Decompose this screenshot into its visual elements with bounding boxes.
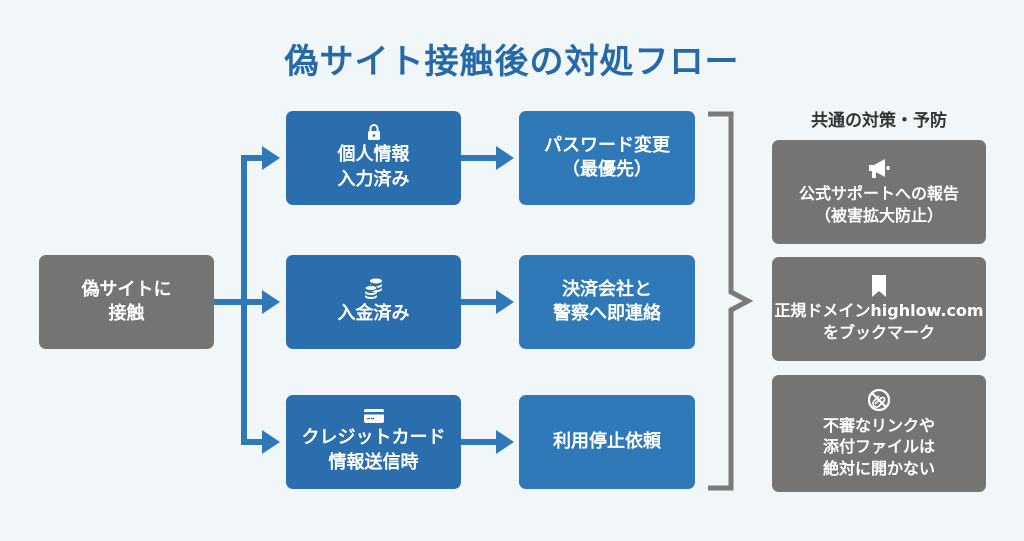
action-2-line-2: 警察へ即連絡 — [553, 303, 661, 324]
action-request-suspension: 利用停止依頼 — [519, 395, 695, 489]
arrowhead-action-3 — [496, 430, 514, 454]
condition-credit-card: クレジットカード 情報送信時 — [286, 395, 461, 489]
tip-1-line-1: 公式サポートへの報告 — [798, 183, 959, 203]
condition-1-line-2: 入力済み — [337, 168, 410, 190]
condition-1-line-1: 個人情報 — [337, 144, 410, 166]
no-link-icon — [867, 388, 891, 411]
common-measures-title: 共通の対策・予防 — [811, 111, 947, 131]
action-3-line-1: 利用停止依頼 — [553, 430, 661, 452]
action-1-line-1: パスワード変更 — [544, 134, 670, 156]
diagram-title: 偽サイト接触後の対処フロー — [284, 42, 740, 82]
action-contact-payment-police: 決済会社と 警察へ即連絡 — [519, 255, 695, 349]
coins-icon — [364, 278, 382, 300]
start-line-2: 接触 — [108, 303, 145, 324]
action-2-line-1: 決済会社と — [562, 278, 652, 300]
condition-3-line-2: 情報送信時 — [328, 451, 419, 473]
bracket — [708, 111, 754, 491]
arrowhead-action-1 — [496, 146, 514, 170]
tip-3-line-2: 添付ファイルは — [822, 437, 935, 457]
tip-avoid-suspicious-links: 不審なリンクや 添付ファイルは 絶対に開かない — [772, 375, 986, 492]
tip-2-line-1: 正規ドメインhighlow.com — [774, 300, 984, 320]
tip-3-line-3: 絶対に開かない — [822, 458, 935, 478]
tip-1-line-2: （被害拡大防止） — [814, 205, 943, 225]
condition-3-line-1: クレジットカード — [301, 427, 446, 449]
arrowhead-branch-3 — [262, 430, 280, 454]
megaphone-icon — [869, 158, 890, 178]
bookmark-icon — [872, 274, 886, 297]
start-node: 偽サイトに 接触 — [39, 255, 214, 349]
condition-2-line-1: 入金済み — [337, 303, 410, 325]
tip-2-line-2: をブックマーク — [822, 322, 935, 342]
arrowhead-branch-1 — [262, 146, 280, 170]
tip-bookmark-domain: 正規ドメインhighlow.com をブックマーク — [772, 257, 986, 361]
tip-3-line-1: 不審なリンクや — [822, 415, 935, 435]
action-change-password: パスワード変更 （最優先） — [519, 111, 695, 205]
condition-deposit: 入金済み — [286, 255, 461, 349]
action-1-line-2: （最優先） — [562, 159, 652, 180]
start-line-1: 偽サイトに — [81, 278, 172, 300]
tip-report-support: 公式サポートへの報告 （被害拡大防止） — [772, 140, 986, 244]
credit-card-icon — [363, 409, 384, 424]
arrowhead-branch-2 — [262, 290, 280, 314]
arrowhead-action-2 — [496, 290, 514, 314]
condition-personal-info: 個人情報 入力済み — [286, 111, 461, 205]
lock-icon — [367, 124, 380, 141]
